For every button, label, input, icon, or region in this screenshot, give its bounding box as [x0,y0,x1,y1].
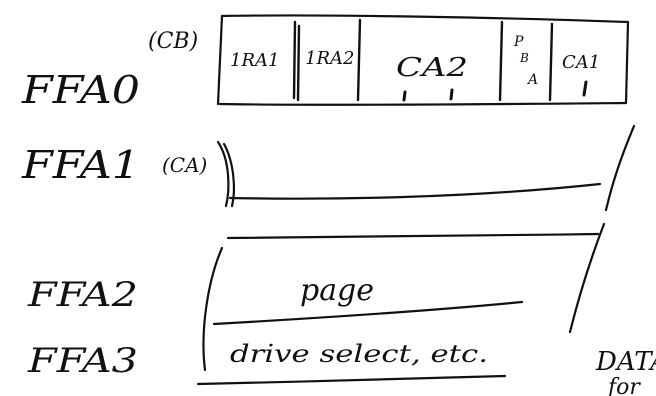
field-pb-mid: B [519,51,529,65]
label-ffa2: FFA2 [27,275,138,315]
field-pb-low: A [526,72,538,88]
field-1ra2: 1RA2 [305,48,354,69]
field-page: page [300,273,374,308]
field-ca2: CA2 [396,53,468,83]
ffa0-register [216,14,630,106]
note-ffa0: (CB) [148,29,198,54]
label-ffa0: FFA0 [21,68,140,112]
field-ca1: CA1 [562,52,600,73]
note-ffa1: (CA) [162,153,207,177]
label-ffa1: FFA1 [21,143,140,187]
field-1ra1: 1RA1 [230,50,279,71]
field-drive-select: drive select, etc. [230,340,488,368]
side-note-line1: DATA [595,347,656,377]
side-note-line2: for [606,375,641,396]
ffa1-register [216,124,636,212]
ffa2-ffa3-register [196,222,606,386]
label-ffa3: FFA3 [27,341,138,381]
field-pb-top: P [513,34,524,50]
